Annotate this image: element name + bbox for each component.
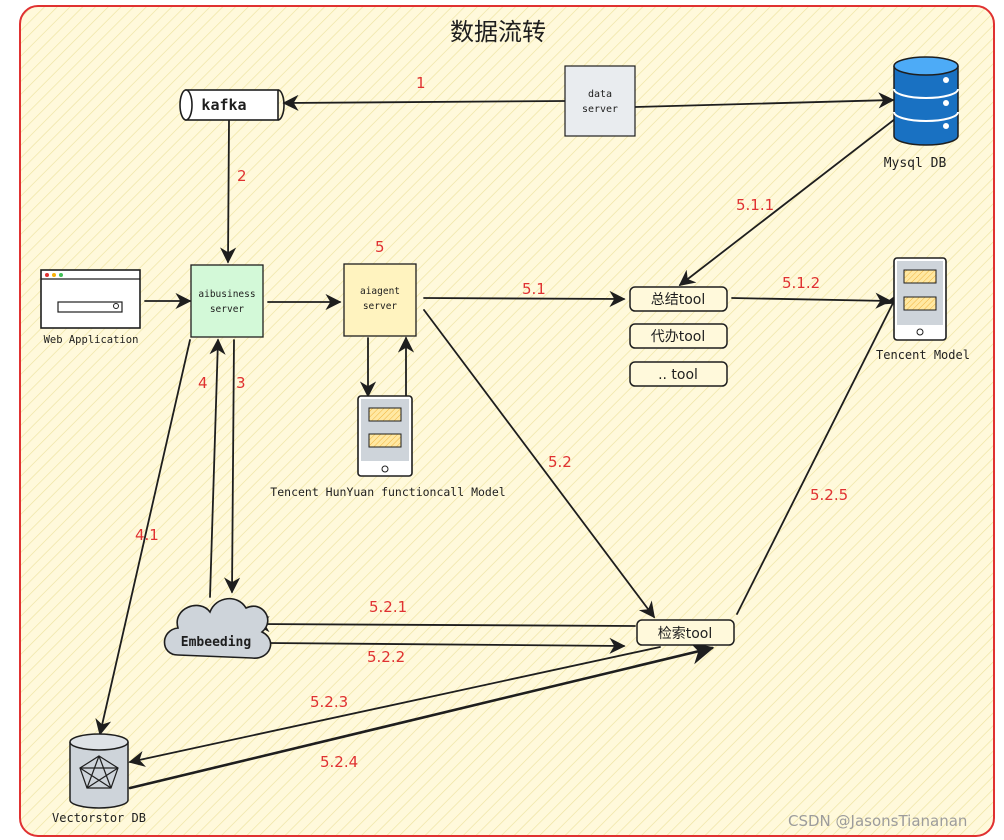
edge-label-5-2-5: 5.2.5	[810, 486, 848, 504]
tencent-model-label: Tencent Model	[876, 348, 970, 362]
aiagent-server-node: aiagent server	[343, 263, 417, 337]
mysql-db-label: Mysql DB	[884, 156, 947, 171]
hunyuan-model-label: Tencent HunYuan functioncall Model	[270, 485, 505, 499]
edge-label-5: 5	[375, 238, 385, 256]
edge-5-2-aiagent-to-search	[423, 309, 655, 619]
edge-label-5-2-2: 5.2.2	[367, 648, 405, 666]
edge-5-2-5-search-to-tencent	[736, 293, 898, 615]
edge-label-5-2-1: 5.2.1	[369, 598, 407, 616]
edge-5-1-1-mysql-to-summary	[678, 118, 896, 286]
tool-todo-label: 代办tool	[651, 329, 706, 345]
edge-label-1: 1	[416, 74, 426, 92]
kafka-node: kafka	[179, 89, 285, 121]
tool-summary-label: 总结tool	[651, 292, 706, 308]
edge-5-2-4-vector-to-search	[128, 641, 715, 790]
tool-search-node: 检索tool	[636, 619, 735, 646]
edge-5-2-3-search-to-vector	[128, 646, 661, 767]
edge-label-5-1-1: 5.1.1	[736, 196, 774, 214]
data-server-label-line2: server	[582, 104, 618, 115]
database-icon	[69, 733, 129, 809]
csdn-watermark: CSDN @JasonsTiananan	[788, 812, 968, 830]
embedding-label: Embeeding	[181, 635, 251, 650]
phone-icon	[893, 257, 947, 341]
edge-label-5-1: 5.1	[522, 280, 546, 298]
aibusiness-server-node: aibusiness server	[190, 264, 264, 338]
tool-search-label: 检索tool	[658, 625, 713, 642]
tencent-model-node: Tencent Model	[876, 257, 970, 362]
database-icon	[893, 56, 959, 146]
embedding-node: Embeeding	[163, 597, 272, 659]
edge-label-4: 4	[198, 374, 208, 392]
network-graph-icon	[79, 755, 119, 789]
kafka-label: kafka	[201, 96, 246, 114]
mysql-db-node: Mysql DB	[884, 56, 959, 171]
vector-db-node: Vectorstor DB	[52, 733, 146, 825]
web-application-node: Web Application	[40, 269, 141, 346]
cloud-icon	[163, 597, 272, 659]
browser-window-icon	[40, 269, 141, 329]
edge-label-3: 3	[236, 374, 246, 392]
aiagent-label-line1: aiagent	[360, 286, 400, 297]
edge-5-1-2-summary-to-tencent	[731, 292, 892, 309]
aibusiness-label-line1: aibusiness	[198, 289, 255, 300]
tool-etc-label: .. tool	[658, 367, 698, 383]
phone-icon	[357, 395, 413, 477]
edge-4-1-aibusiness-to-vector	[95, 339, 191, 736]
edge-2-kafka-to-aibusiness	[220, 120, 237, 264]
edge-5-1-aiagent-to-summary	[423, 290, 626, 308]
edge-label-5-2: 5.2	[548, 453, 572, 471]
edge-label-2: 2	[237, 167, 247, 185]
tool-todo-node: 代办tool	[629, 323, 728, 349]
edge-4-embedding-to-aibusiness	[209, 338, 226, 598]
edge-data-to-mysql	[634, 92, 895, 109]
diagram-title: 数据流转	[450, 18, 546, 46]
aibusiness-label-line2: server	[210, 304, 245, 315]
edge-label-5-2-3: 5.2.3	[310, 693, 348, 711]
data-server-node: data server	[564, 65, 636, 137]
tool-etc-node: .. tool	[629, 361, 728, 387]
web-application-label: Web Application	[44, 334, 139, 346]
edge-label-5-2-4: 5.2.4	[320, 753, 358, 771]
vector-db-label: Vectorstor DB	[52, 811, 146, 825]
hunyuan-model-node: Tencent HunYuan functioncall Model	[270, 395, 506, 499]
edge-5-2-2-embedding-to-search	[267, 637, 626, 654]
edge-label-4-1: 4.1	[135, 526, 159, 544]
tool-summary-node: 总结tool	[629, 286, 728, 312]
edge-1-data-to-kafka	[282, 94, 566, 111]
edge-label-5-1-2: 5.1.2	[782, 274, 820, 292]
edge-5-2-1-search-to-embedding	[253, 615, 636, 633]
aiagent-label-line2: server	[363, 301, 398, 312]
edge-3-aibusiness-to-embedding	[224, 339, 241, 594]
data-server-label-line1: data	[588, 89, 612, 100]
